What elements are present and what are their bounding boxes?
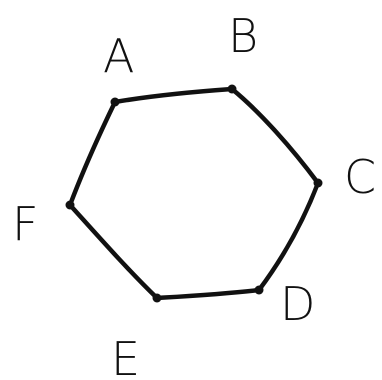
hexagon-vertices	[65, 84, 323, 303]
vertex-labels: A B C D E F	[12, 9, 376, 380]
edge-c-d	[256, 180, 321, 293]
vertex-label-a: A	[103, 29, 134, 83]
vertex-dot-b	[227, 84, 237, 94]
edge-f-a	[67, 99, 118, 208]
edge-b-c	[229, 86, 321, 186]
vertex-label-e: E	[111, 332, 140, 380]
vertex-label-f: F	[12, 197, 38, 251]
vertex-label-b: B	[228, 9, 258, 63]
edge-d-e	[154, 287, 262, 301]
vertex-dot-a	[110, 97, 120, 107]
vertex-label-c: C	[344, 150, 376, 204]
vertex-dot-f	[65, 200, 75, 210]
hexagon-edges	[67, 86, 321, 301]
edge-e-f	[67, 202, 160, 301]
edge-a-b	[112, 86, 235, 105]
vertex-dot-c	[313, 178, 323, 188]
vertex-dot-d	[254, 285, 264, 295]
vertex-dot-e	[152, 293, 162, 303]
vertex-label-d: D	[280, 277, 315, 331]
